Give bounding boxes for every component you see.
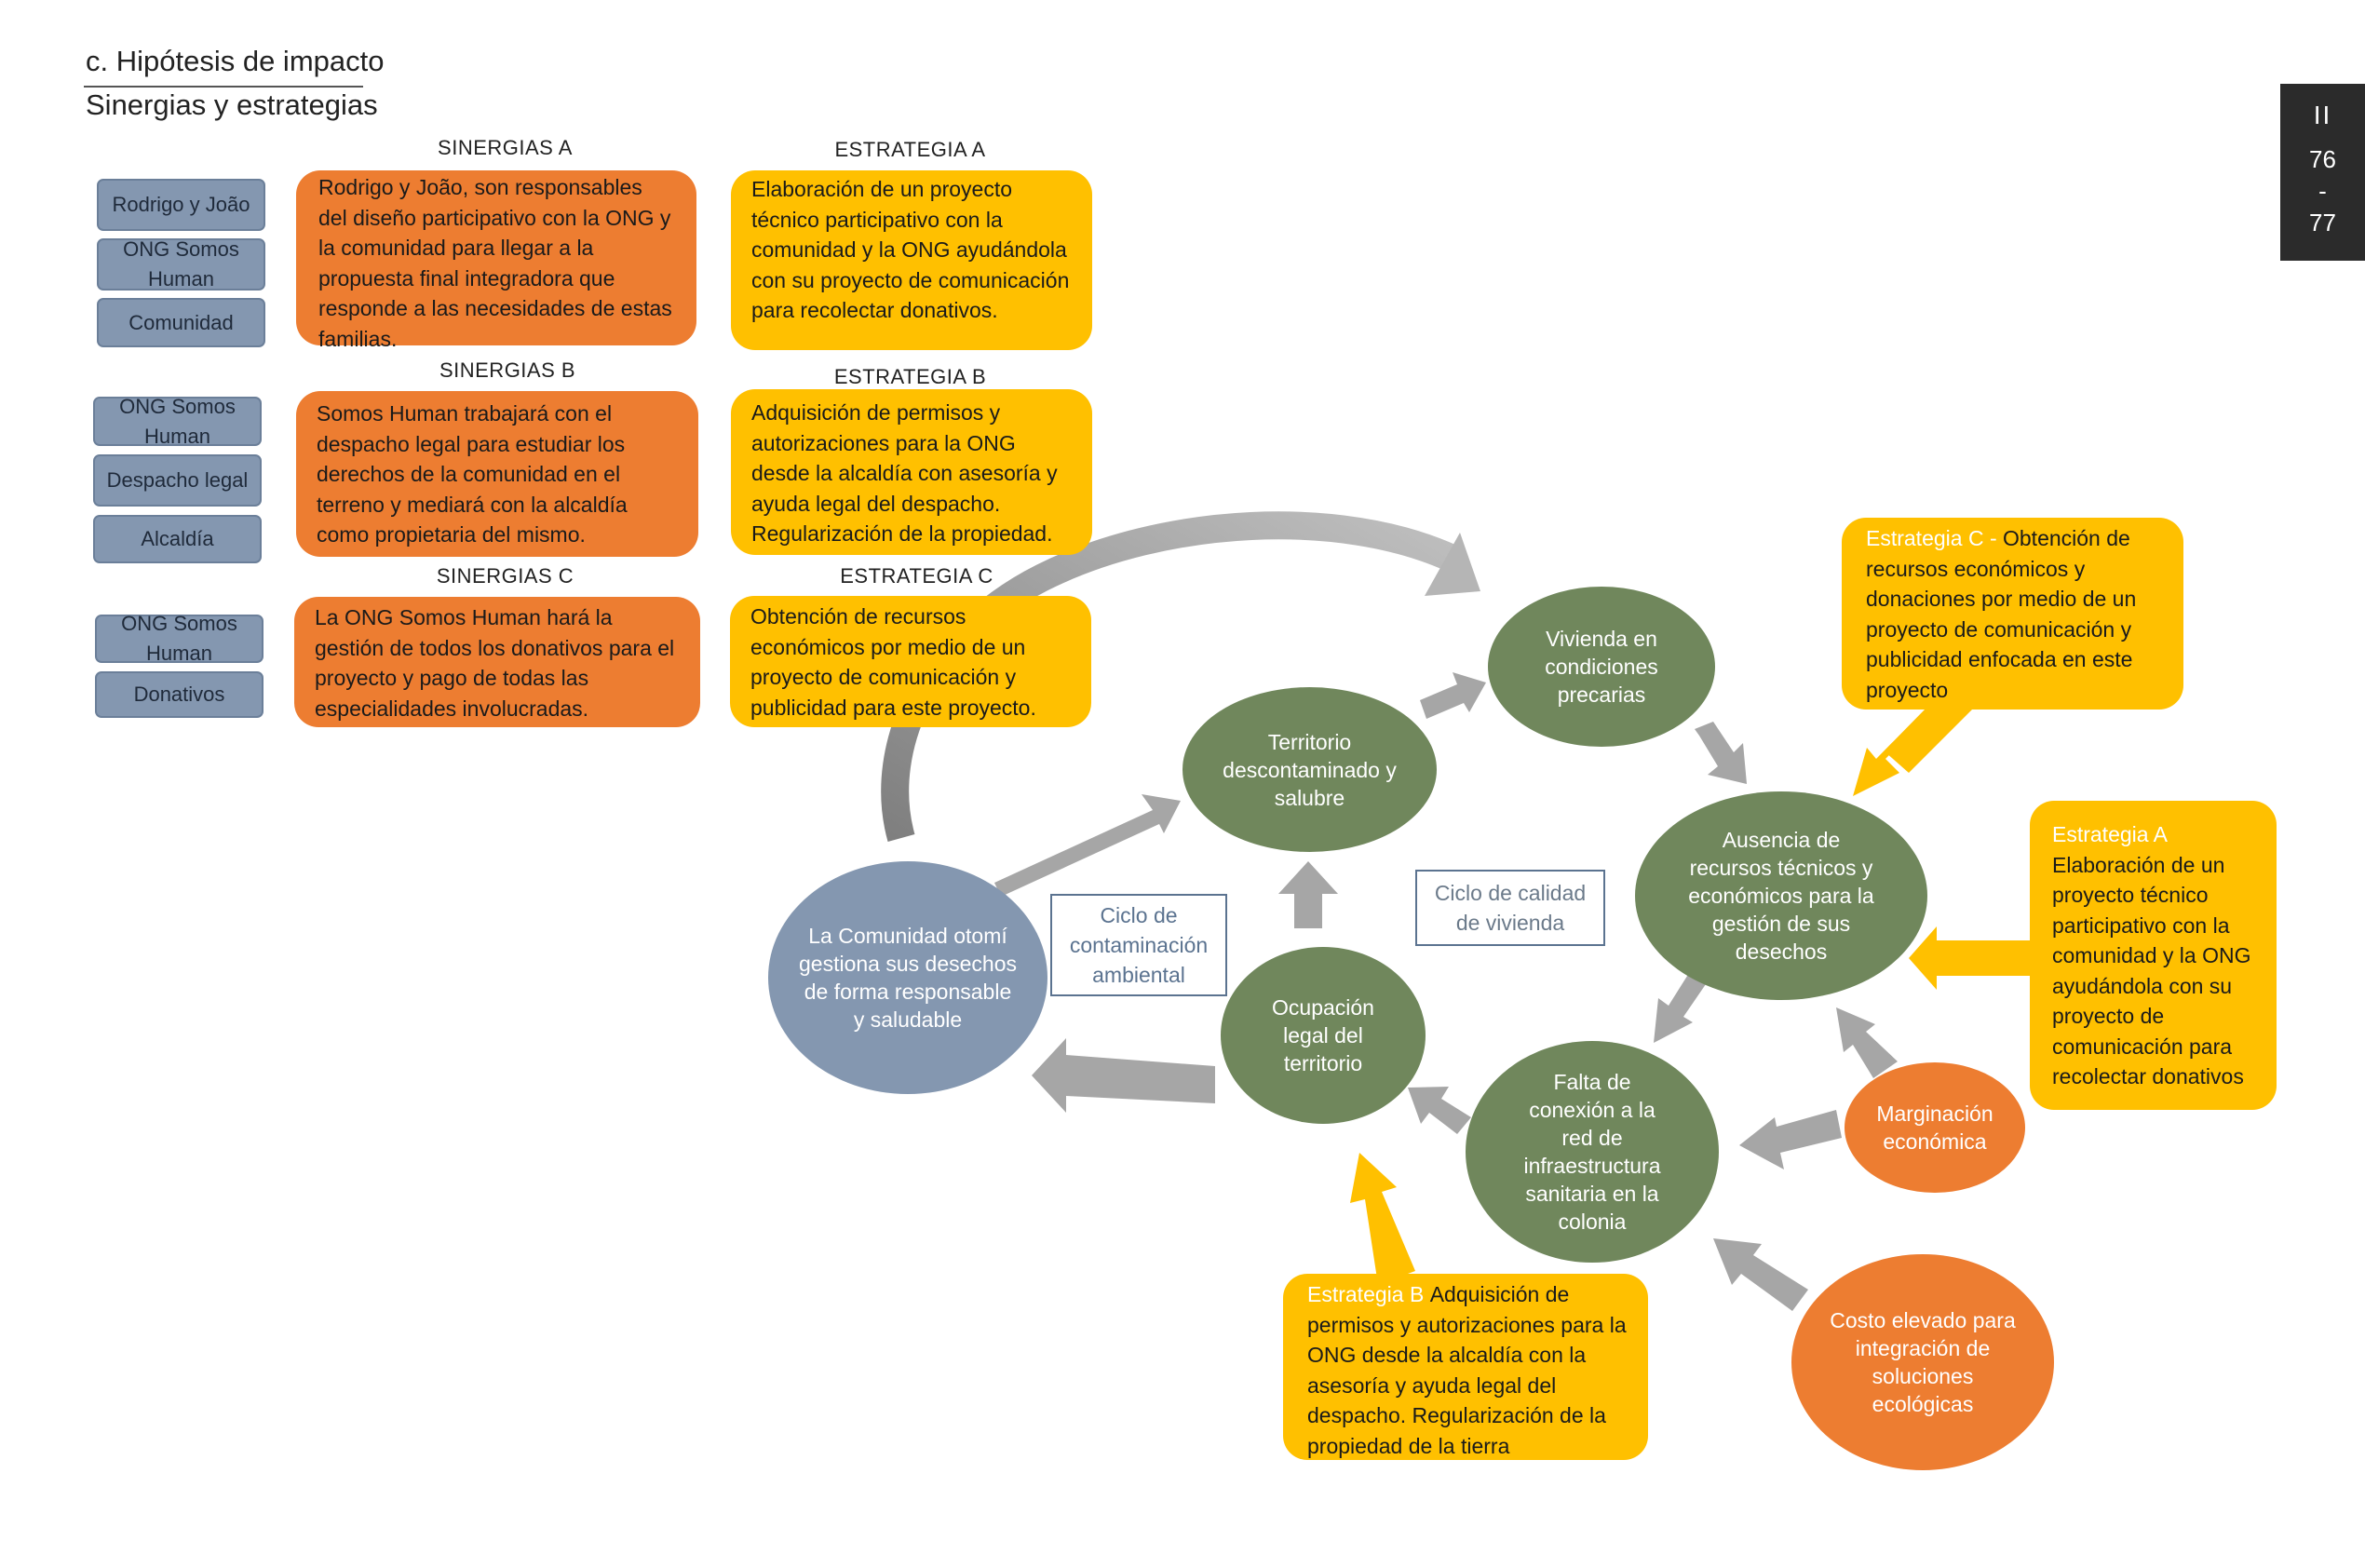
actor-despacho-legal: Despacho legal [93,454,262,507]
node-territory: Territorio descontaminado y salubre [1182,687,1437,852]
cycle-label-quality: Ciclo de calidad de vivienda [1415,870,1605,946]
arrow-housing-resources [1695,722,1747,784]
arrow-marginalization-connection [1739,1110,1842,1169]
synergy-b-title: SINERGIAS B [439,358,576,382]
arrow-strategy-b [1350,1153,1415,1285]
callout-strategy-c-label: Estrategia C - [1866,526,2003,550]
section-number: II [2313,101,2332,129]
arrow-cost-connection [1713,1238,1808,1311]
arrow-resources-connection [1654,973,1706,1043]
strategy-a-title: ESTRATEGIA A [834,138,986,161]
node-connection: Falta de conexión a la red de infraestru… [1466,1041,1719,1263]
strategy-c-title: ESTRATEGIA C [840,564,993,588]
strategy-b-text: Adquisición de permisos y autorizaciones… [731,389,1092,555]
actor-ong-somos-human: ONG Somos Human [97,237,265,291]
curved-arrow-head [1425,533,1480,596]
synergy-a-title: SINERGIAS A [438,136,573,159]
arrow-connection-occupation [1408,1087,1471,1134]
actor-rodrigo-joao: Rodrigo y João [97,179,265,231]
synergy-a-text: Rodrigo y João, son responsables del dis… [296,170,696,351]
curved-arrow [881,511,1459,843]
synergy-c-title: SINERGIAS C [436,564,574,588]
page-number-tab: II 76 - 77 [2280,84,2365,261]
node-resources: Ausencia de recursos técnicos y económic… [1635,791,1927,1000]
callout-strategy-c-text: Obtención de recursos económicos y donac… [1866,526,2137,702]
arrow-marginalization-resources [1836,1007,1898,1078]
strategy-b-title: ESTRATEGIA B [833,365,987,388]
arrow-strategy-c-fill [1885,708,1974,773]
node-cost: Costo elevado para integración de soluci… [1791,1254,2054,1470]
actor-alcaldia: Alcaldía [93,515,262,563]
arrow-occupation-community [1032,1038,1215,1113]
synergy-b-text: Somos Human trabajará con el despacho le… [296,391,698,557]
callout-strategy-b-label: Estrategia B [1307,1282,1425,1306]
node-community: La Comunidad otomí gestiona sus desechos… [768,861,1047,1094]
heading-underline [84,86,363,88]
callout-strategy-c: Estrategia C - Obtención de recursos eco… [1842,518,2183,710]
actor-ong-somos-human-b: ONG Somos Human [93,395,262,448]
callout-strategy-a: Estrategia A Elaboración de un proyecto … [2030,801,2277,1110]
actor-donativos: Donativos [95,671,264,718]
page-separator: - [2318,177,2327,205]
page-heading: c. Hipótesis de impacto [86,45,385,77]
node-housing: Vivienda en condiciones precarias [1488,587,1715,747]
callout-strategy-a-text: Elaboración de un proyecto técnico parti… [2052,852,2251,1089]
arrow-territory-housing [1420,672,1486,719]
page-end: 77 [2309,209,2336,237]
node-occupation: Ocupación legal del territorio [1221,947,1426,1124]
callout-strategy-b-text: Adquisición de permisos y autorizaciones… [1307,1282,1627,1458]
page-subheading: Sinergias y estrategias [86,88,378,121]
cycle-label-contamination: Ciclo de contaminación ambiental [1050,894,1227,996]
actor-comunidad: Comunidad [97,298,265,347]
page-start: 76 [2309,145,2336,173]
callout-strategy-a-label: Estrategia A [2052,822,2169,846]
synergy-c-text: La ONG Somos Human hará la gestión de to… [294,597,700,727]
node-marginalization: Marginación económica [1845,1062,2025,1193]
arrow-occupation-territory [1278,861,1338,928]
strategy-a-text: Elaboración de un proyecto técnico parti… [731,170,1092,350]
arrow-strategy-c [1853,705,1979,796]
actor-ong-somos-human-c: ONG Somos Human [95,612,264,665]
arrow-strategy-a [1909,926,2030,990]
callout-strategy-b: Estrategia B Adquisición de permisos y a… [1283,1274,1648,1460]
strategy-c-text: Obtención de recursos económicos por med… [730,596,1091,727]
arrow-community-territory [994,794,1181,897]
